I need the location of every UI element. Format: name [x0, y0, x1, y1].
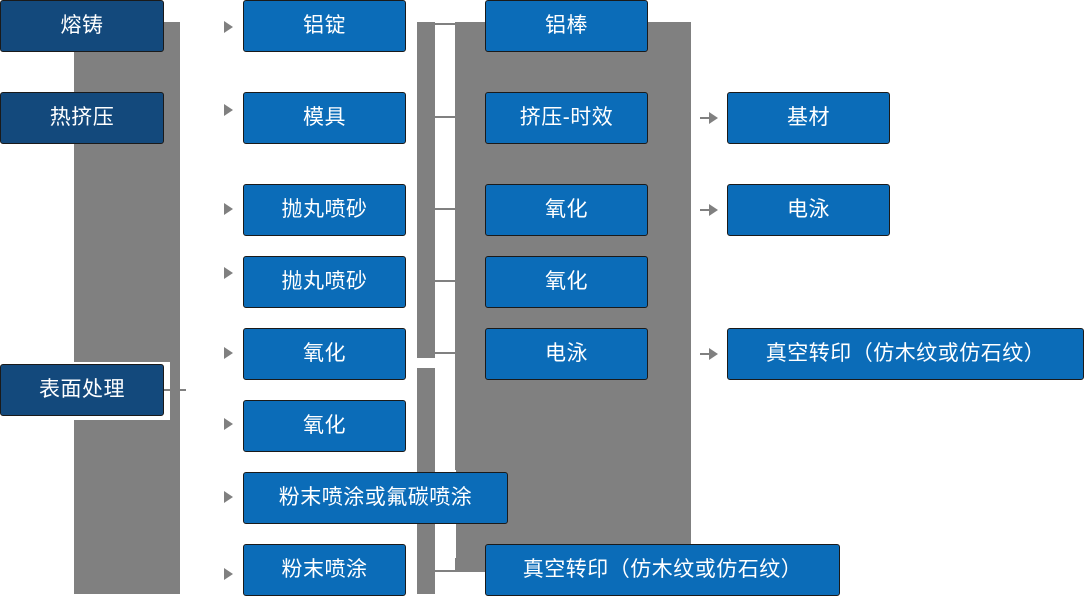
stage-box-surface-treatment[interactable]: 表面处理	[0, 364, 164, 416]
connector-gap-left-bar	[417, 358, 435, 368]
arrow-to-powder-or-fluorocarbon-spray	[224, 491, 233, 503]
stage-box-hot-extrusion[interactable]: 热挤压	[0, 92, 164, 144]
connector-tick-melting	[74, 72, 84, 78]
process-box-shot-blasting-1[interactable]: 抛丸喷砂	[243, 184, 406, 236]
connector-stub-surface-treatment	[164, 389, 186, 391]
connector-tick-bar-6	[433, 570, 457, 572]
output-box-vacuum-transfer-print[interactable]: 真空转印（仿木纹或仿石纹）	[727, 328, 1084, 380]
intermediate-box-oxidation-2[interactable]: 氧化	[485, 256, 648, 308]
connector-tick-bar-4	[433, 280, 457, 282]
arrow-to-base-material	[709, 112, 718, 124]
arrow-to-electrophoresis-output	[709, 204, 718, 216]
connector-tick-bar-1	[433, 23, 457, 25]
arrow-stem-electrophoresis	[700, 209, 710, 211]
process-box-mold[interactable]: 模具	[243, 92, 406, 144]
arrow-to-powder-spray	[224, 568, 233, 580]
process-box-powder-or-fluorocarbon-spray[interactable]: 粉末喷涂或氟碳喷涂	[243, 472, 508, 524]
arrow-to-oxidation-1	[224, 347, 233, 359]
connector-process-left-bar	[417, 22, 435, 594]
process-box-oxidation-1[interactable]: 氧化	[243, 328, 406, 380]
connector-tick-bar-3	[433, 208, 457, 210]
arrow-to-mold	[224, 104, 233, 116]
intermediate-box-aluminum-bar[interactable]: 铝棒	[485, 0, 648, 52]
process-box-oxidation-2[interactable]: 氧化	[243, 400, 406, 452]
intermediate-box-oxidation-1[interactable]: 氧化	[485, 184, 648, 236]
stage-box-melting-casting[interactable]: 熔铸	[0, 0, 164, 52]
intermediate-box-extrusion-aging[interactable]: 挤压-时效	[485, 92, 648, 144]
arrow-to-oxidation-2	[224, 418, 233, 430]
intermediate-box-electrophoresis[interactable]: 电泳	[485, 328, 648, 380]
process-box-aluminum-ingot[interactable]: 铝锭	[243, 0, 406, 52]
arrow-stem-vacuum-print	[700, 353, 710, 355]
arrow-to-shot-blasting-2	[224, 267, 233, 279]
output-box-base-material[interactable]: 基材	[727, 92, 890, 144]
arrow-to-shot-blasting-1	[224, 203, 233, 215]
output-box-electrophoresis[interactable]: 电泳	[727, 184, 890, 236]
process-box-powder-spray[interactable]: 粉末喷涂	[243, 544, 406, 596]
arrow-to-aluminum-ingot	[224, 21, 233, 33]
intermediate-box-vacuum-transfer-print[interactable]: 真空转印（仿木纹或仿石纹）	[485, 544, 840, 596]
process-box-shot-blasting-2[interactable]: 抛丸喷砂	[243, 256, 406, 308]
arrow-stem-base-material	[700, 117, 710, 119]
connector-tick-extrusion	[74, 332, 84, 338]
arrow-to-vacuum-transfer-print-output	[709, 348, 718, 360]
connector-tick-bar-5	[433, 352, 457, 354]
connector-tick-bar-2	[433, 116, 457, 118]
